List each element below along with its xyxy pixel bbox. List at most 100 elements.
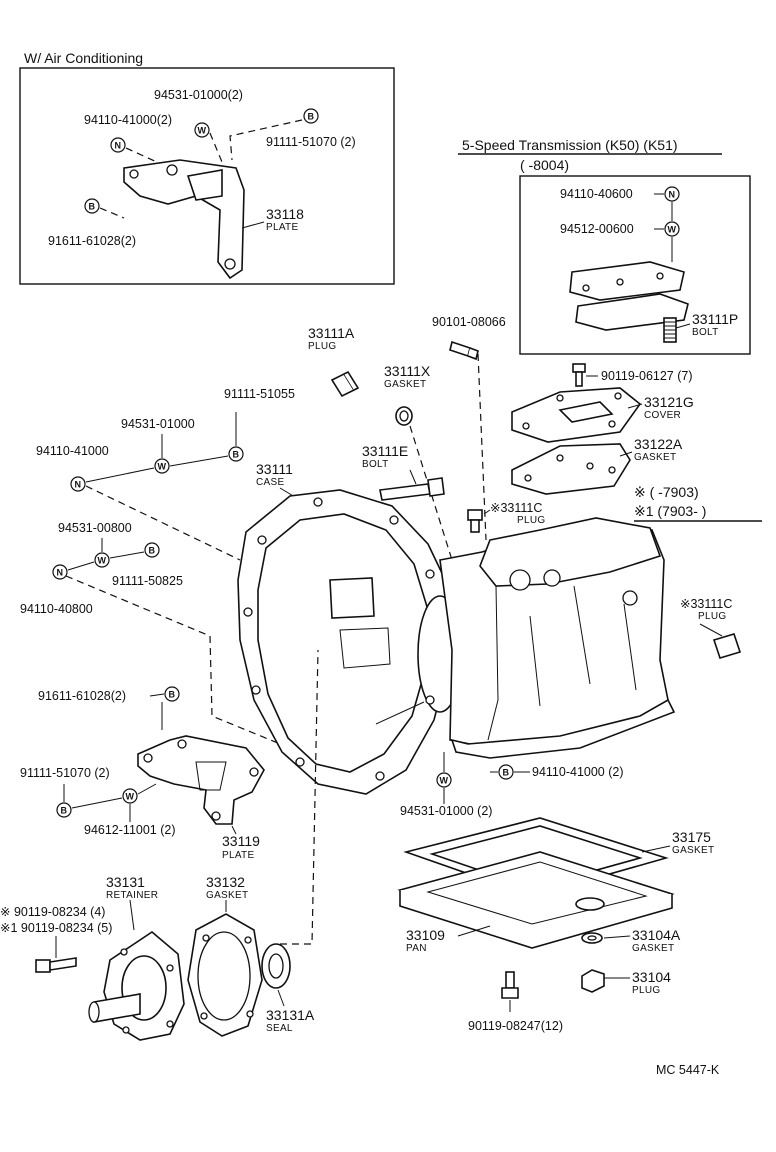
five-speed-date-range: ( -8004) <box>520 157 569 173</box>
label-33104A: 33104A <box>632 927 681 943</box>
plug-33104-part <box>581 969 605 993</box>
svg-text:W: W <box>126 792 135 802</box>
label-33111C-right-name: PLUG <box>698 611 726 622</box>
transmission-case-33111-part <box>237 489 676 795</box>
label-94531-01000-2-b: 94531-01000 (2) <box>400 804 492 818</box>
svg-text:B: B <box>89 202 96 212</box>
label-33121G: 33121G <box>644 394 694 410</box>
label-33109: 33109 <box>406 927 445 943</box>
svg-text:N: N <box>57 568 64 578</box>
b-marker-icon: B <box>144 542 160 558</box>
label-91111-51070-2: 91111-51070 (2) <box>20 766 110 780</box>
svg-text:B: B <box>169 690 176 700</box>
label-33104A-name: GASKET <box>632 943 674 954</box>
five-speed-inset-frame <box>519 175 751 355</box>
label-94512-00600: 94512-00600 <box>560 222 634 236</box>
label-94531-01000-2: 94531-01000(2) <box>154 88 243 102</box>
ac-inset-title: W/ Air Conditioning <box>24 50 143 66</box>
b-marker-icon: B <box>164 686 180 702</box>
label-33132-name: GASKET <box>206 890 248 901</box>
plug-33111C-top-part <box>467 509 483 533</box>
bolt-90119-06127-part <box>572 363 586 387</box>
label-90101-08066: 90101-08066 <box>432 315 506 329</box>
five-speed-inset: 5-Speed Transmission (K50) (K51) ( -8004… <box>458 137 751 355</box>
label-94531-01000: 94531-01000 <box>121 417 195 431</box>
label-94110-41000-2: 94110-41000(2) <box>84 113 172 127</box>
label-33111C-top-name: PLUG <box>517 515 545 526</box>
label-33111E-name: BOLT <box>362 459 389 470</box>
svg-text:B: B <box>61 806 68 816</box>
note-line-1: ※ ( -7903) <box>634 484 699 500</box>
label-91611-61028-2: 91611-61028(2) <box>38 689 126 703</box>
b-marker-icon: B <box>303 108 319 124</box>
label-33111-name: CASE <box>256 477 284 488</box>
label-94110-40800: 94110-40800 <box>20 602 93 616</box>
bolt-90119-08234-part <box>35 957 77 973</box>
label-33131: 33131 <box>106 874 145 890</box>
label-33111A: 33111A <box>308 325 355 341</box>
label-33175-name: GASKET <box>672 845 714 856</box>
svg-text:B: B <box>233 450 240 460</box>
plate-33119-part <box>137 735 265 825</box>
label-33109-name: PAN <box>406 943 427 954</box>
label-33118-name: PLATE <box>266 222 298 233</box>
five-speed-title: 5-Speed Transmission (K50) (K51) <box>462 137 678 153</box>
b-marker-icon: B <box>56 802 72 818</box>
label-33111E: 33111E <box>362 443 408 459</box>
figure-code: MC 5447-K <box>656 1063 720 1077</box>
bolt-33111E-part <box>379 477 445 501</box>
gasket-33132-part <box>187 913 263 1037</box>
label-94531-00800: 94531-00800 <box>58 521 132 535</box>
b-marker-icon: B <box>498 764 514 780</box>
label-33131A: 33131A <box>266 1007 315 1023</box>
five-speed-gasket-part <box>575 293 689 331</box>
label-90119-06127-7: 90119-06127 (7) <box>601 369 693 383</box>
n-marker-icon: N <box>52 564 68 580</box>
bolt-90101-part <box>449 340 479 361</box>
ac-inset: W/ Air Conditioning 94110-41000(2) 94531… <box>19 50 395 285</box>
w-marker-icon: W <box>664 221 680 237</box>
w-marker-icon: W <box>194 122 210 138</box>
label-33111: 33111 <box>256 461 293 477</box>
b-marker-icon: B <box>228 446 244 462</box>
n-marker-icon: N <box>664 186 680 202</box>
label-90119-08247-12: 90119-08247(12) <box>468 1019 563 1033</box>
label-33111X: 33111X <box>384 363 431 379</box>
label-33104-name: PLUG <box>632 985 660 996</box>
label-33131-name: RETAINER <box>106 890 158 901</box>
bolt-90119-08247-part <box>501 971 519 999</box>
label-90119-08234-5: ※1 90119-08234 (5) <box>0 921 112 935</box>
label-33119-name: PLATE <box>222 850 254 861</box>
label-94612-11001-2: 94612-11001 (2) <box>84 823 176 837</box>
gasket-33111X-part <box>395 406 413 426</box>
w-marker-icon: W <box>122 788 138 804</box>
plate-33118-tab <box>186 169 223 201</box>
gasket-33122A-part <box>511 443 631 495</box>
label-91611-61028-2: 91611-61028(2) <box>48 234 136 248</box>
svg-text:B: B <box>308 112 315 122</box>
b-marker-icon: B <box>84 198 100 214</box>
label-33131A-name: SEAL <box>266 1023 293 1034</box>
label-33111C-top: ※33111C <box>490 501 542 515</box>
svg-text:N: N <box>669 190 676 200</box>
plug-33111A-part <box>330 370 360 398</box>
label-91111-50825: 91111-50825 <box>112 574 183 588</box>
label-33122A: 33122A <box>634 436 683 452</box>
label-91111-51070-2: 91111-51070 (2) <box>266 135 356 149</box>
plug-33111C-right-part <box>712 633 742 659</box>
svg-text:W: W <box>198 126 207 136</box>
ac-inset-frame <box>19 67 395 285</box>
label-33175: 33175 <box>672 829 711 845</box>
svg-text:B: B <box>503 768 510 778</box>
label-33122A-name: GASKET <box>634 452 676 463</box>
w-marker-icon: W <box>154 458 170 474</box>
svg-text:W: W <box>158 462 167 472</box>
label-33111P-name: BOLT <box>692 327 719 338</box>
label-33111C-right: ※33111C <box>680 597 732 611</box>
seal-33131A-part <box>261 943 291 989</box>
svg-text:N: N <box>115 141 122 151</box>
svg-text:B: B <box>149 546 156 556</box>
svg-text:N: N <box>75 480 82 490</box>
label-91111-51055: 91111-51055 <box>224 387 295 401</box>
